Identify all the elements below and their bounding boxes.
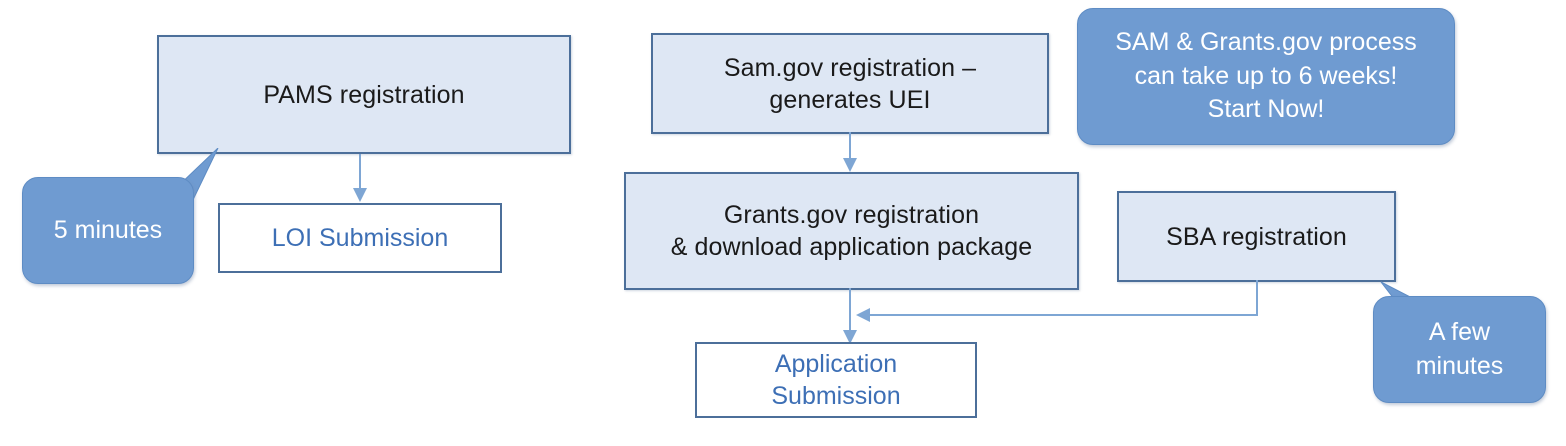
node-loi-submission[interactable]: LOI Submission <box>218 203 502 273</box>
connector-samgov-to-grantsgov <box>843 132 857 172</box>
callout-five-minutes-label: 5 minutes <box>53 215 163 244</box>
connector-pams-to-loi <box>353 154 367 202</box>
node-pams-registration[interactable]: PAMS registration <box>157 35 571 154</box>
callout-sam-grantsgov-warning[interactable]: SAM & Grants.gov process can take up to … <box>1077 8 1455 145</box>
node-samgov-registration-line2: generates UEI <box>769 85 931 114</box>
callout-a-few-minutes-line1: A few <box>1428 318 1491 346</box>
node-grantsgov-registration-line2: & download application package <box>670 233 1033 261</box>
node-samgov-registration-line1: Sam.gov registration – <box>723 53 977 82</box>
node-loi-submission-label: LOI Submission <box>271 223 449 252</box>
node-application-submission-line2: Submission <box>771 382 901 410</box>
callout-sam-warning-line3: Start Now! <box>1207 95 1325 124</box>
node-grantsgov-registration[interactable]: Grants.gov registration & download appli… <box>624 172 1079 290</box>
callout-sam-warning-line2: can take up to 6 weeks! <box>1134 61 1398 90</box>
connector-grantsgov-to-appsub <box>843 288 857 344</box>
node-samgov-registration[interactable]: Sam.gov registration – generates UEI <box>651 33 1049 134</box>
callout-sam-warning-line1: SAM & Grants.gov process <box>1115 28 1417 57</box>
node-pams-registration-label: PAMS registration <box>263 80 465 109</box>
node-sba-registration-label: SBA registration <box>1166 222 1347 251</box>
node-application-submission-line1: Application <box>774 349 898 378</box>
callout-a-few-minutes[interactable]: A few minutes <box>1373 296 1546 403</box>
node-application-submission[interactable]: Application Submission <box>695 342 977 418</box>
node-grantsgov-registration-line1: Grants.gov registration <box>723 201 980 229</box>
callout-a-few-minutes-line2: minutes <box>1415 351 1504 380</box>
node-sba-registration[interactable]: SBA registration <box>1117 191 1396 282</box>
callout-five-minutes[interactable]: 5 minutes <box>22 177 194 284</box>
